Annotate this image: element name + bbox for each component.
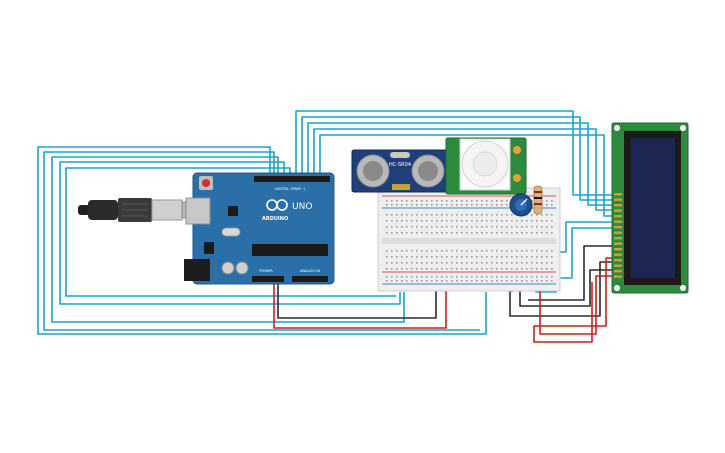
lcd-screen [631, 138, 675, 278]
analog-header-label: ANALOG IN [300, 269, 320, 273]
wire-power-2[interactable] [533, 257, 614, 343]
lcd-mount-hole-3 [614, 285, 620, 291]
crystal [221, 227, 241, 237]
wire-ground-3[interactable] [519, 269, 614, 307]
arduino-uno-board[interactable]: DIGITAL (PWM~) ARDUINO UNO POWER ANALOG … [184, 172, 335, 285]
wire-ground-4[interactable] [528, 245, 614, 301]
usb-jack [185, 197, 211, 225]
lcd-mount-hole-1 [614, 125, 620, 131]
lcd-mount-hole-4 [680, 285, 686, 291]
potentiometer-icon[interactable] [509, 193, 533, 217]
wire-signal-10[interactable] [319, 134, 614, 217]
breadboard-holes [386, 200, 553, 282]
pir-potentiometer-1[interactable] [513, 146, 521, 154]
arduino-logo-text: ARDUINO [262, 216, 288, 222]
breadboard[interactable] [377, 187, 561, 292]
voltage-regulator [204, 242, 214, 254]
lcd-display[interactable] [611, 122, 689, 294]
analog-header [292, 276, 328, 282]
wire-signal-5[interactable] [65, 167, 396, 297]
wire-signal-2[interactable] [43, 151, 480, 331]
wire-signal-7[interactable] [301, 116, 614, 201]
lcd-mount-hole-2 [680, 125, 686, 131]
wire-ground-1[interactable] [277, 282, 437, 319]
wire-signal-9[interactable] [313, 128, 614, 211]
lcd-pins [614, 193, 622, 278]
atmega-chip [252, 244, 328, 256]
ultrasonic-crystal [390, 152, 410, 158]
wire-power-3[interactable] [539, 275, 614, 335]
capacitor-2 [235, 261, 249, 275]
wire-signal-4[interactable] [59, 161, 401, 305]
pir-sensor[interactable] [445, 137, 527, 195]
arduino-model-text: UNO [292, 202, 312, 212]
resistor[interactable] [533, 185, 543, 215]
power-jack [184, 259, 210, 281]
pir-potentiometer-2[interactable] [513, 174, 521, 182]
wire-power-1[interactable] [273, 282, 447, 329]
power-header [252, 276, 284, 282]
power-header-label: POWER [259, 269, 273, 273]
ultrasonic-sensor[interactable]: HC-SR04 [351, 149, 449, 193]
ultrasonic-label: HC-SR04 [389, 162, 411, 168]
digital-header [254, 176, 330, 182]
arduino-logo [266, 199, 288, 211]
usb-cable-icon [78, 198, 195, 222]
wire-signal-3[interactable] [51, 156, 405, 323]
usb-chip [228, 206, 238, 216]
capacitor-1 [221, 261, 235, 275]
wire-signal-6[interactable] [295, 110, 614, 196]
digital-header-label: DIGITAL (PWM~) [275, 187, 305, 191]
breadboard-center-channel [382, 238, 556, 244]
ultrasonic-pins [392, 184, 410, 190]
wire-ground-2[interactable] [509, 261, 614, 317]
